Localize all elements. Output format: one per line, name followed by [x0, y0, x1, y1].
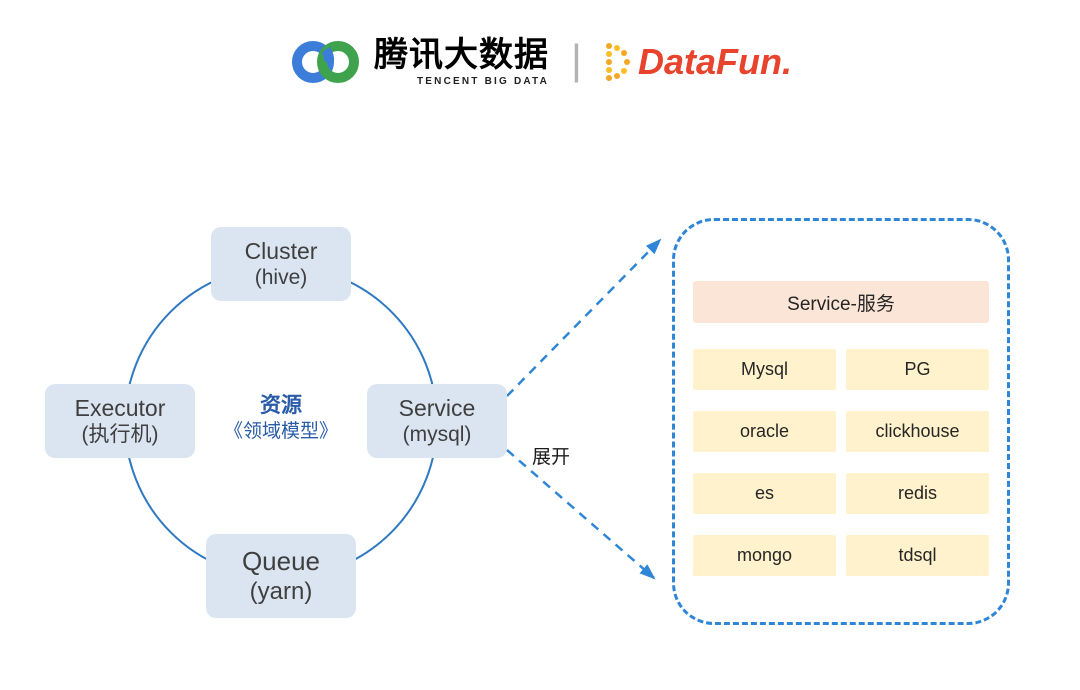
tencent-logo-text: 腾讯大数据 TENCENT BIG DATA [374, 35, 550, 88]
service-cell-clickhouse: clickhouse [846, 411, 989, 452]
tencent-title: 腾讯大数据 [374, 35, 550, 74]
service-cell-mysql: Mysql [693, 349, 836, 390]
header-logos: 腾讯大数据 TENCENT BIG DATA | DataFun. [0, 36, 1080, 88]
node-executor-detail: (执行机) [81, 423, 159, 447]
service-panel: Service-服务 Mysql PG oracle clickhouse es… [672, 218, 1010, 625]
center-title: 资源 [260, 394, 302, 417]
node-queue-detail: (yarn) [249, 578, 313, 606]
datafun-logo: DataFun. [604, 40, 792, 84]
service-cell-redis: redis [846, 473, 989, 514]
logo-separator: | [571, 36, 582, 83]
service-cell-tdsql: tdsql [846, 535, 989, 576]
service-grid: Mysql PG oracle clickhouse es redis mong… [693, 349, 989, 576]
node-service-name: Service [398, 394, 476, 421]
node-executor: Executor (执行机) [45, 384, 195, 458]
expand-label: 展开 [532, 447, 571, 468]
service-cell-oracle: oracle [693, 411, 836, 452]
service-cell-es: es [693, 473, 836, 514]
datafun-wordmark: DataFun. [637, 41, 792, 82]
node-service-detail: (mysql) [402, 423, 472, 447]
node-cluster-name: Cluster [244, 237, 318, 264]
tencent-bigdata-logo: 腾讯大数据 TENCENT BIG DATA [288, 36, 549, 88]
service-panel-title: Service-服务 [693, 281, 989, 323]
datafun-dots-icon [605, 43, 630, 81]
node-cluster-detail: (hive) [254, 266, 308, 290]
expand-arrow-bottom [506, 449, 656, 580]
expand-arrow-top [506, 238, 662, 397]
node-cluster: Cluster (hive) [211, 227, 351, 301]
node-service: Service (mysql) [367, 384, 507, 458]
service-cell-mongo: mongo [693, 535, 836, 576]
center-subtitle: 《领域模型》 [223, 421, 338, 443]
node-queue-name: Queue [241, 545, 321, 576]
tencent-rings-icon [292, 41, 360, 83]
center-label: 资源 《领域模型》 [181, 392, 381, 445]
node-queue: Queue (yarn) [206, 534, 356, 618]
service-cell-pg: PG [846, 349, 989, 390]
node-executor-name: Executor [74, 394, 166, 421]
tencent-subtitle: TENCENT BIG DATA [416, 76, 550, 88]
